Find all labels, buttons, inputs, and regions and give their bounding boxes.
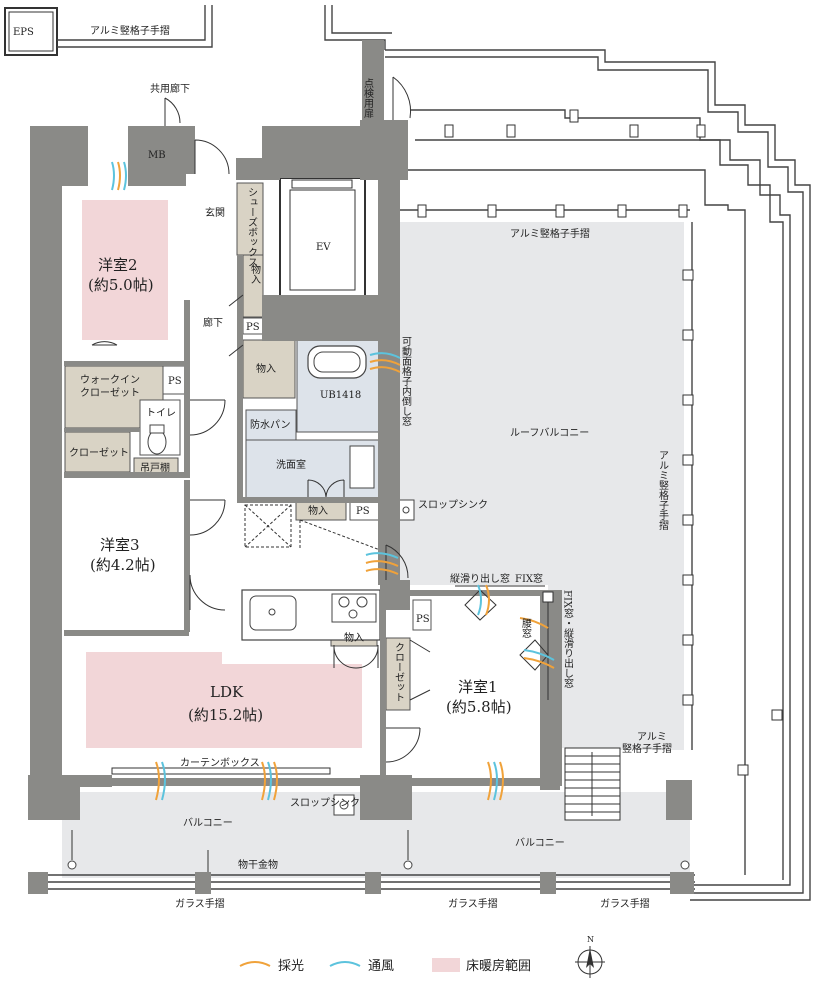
label-stair-alu-rail-2: 竪格子手摺	[622, 742, 672, 755]
waterproof-pan	[245, 409, 297, 441]
label-western2-name: 洋室2	[98, 256, 138, 274]
legend-heating-label: 床暖房範囲	[466, 958, 531, 974]
svg-text:N: N	[587, 935, 594, 944]
closet-western3	[64, 431, 131, 473]
label-storage-washroom: 物入	[256, 362, 276, 375]
label-corridor: 廊下	[203, 316, 223, 329]
side-windows	[455, 585, 554, 700]
label-ps-washroom: PS	[356, 506, 370, 517]
doors	[91, 76, 431, 763]
rail-posts	[417, 109, 783, 776]
label-toilet: トイレ	[146, 408, 176, 419]
label-waterproof-pan: 防水パン	[250, 418, 291, 431]
label-western3-size: (約4.2帖)	[90, 556, 156, 574]
label-top-alu-rail: アルミ竪格子手摺	[90, 24, 170, 37]
balcony-rails	[28, 830, 695, 894]
slop-sink-balcony	[333, 794, 355, 816]
top-rail	[57, 5, 206, 41]
label-ps-corridor: PS	[246, 322, 260, 333]
label-eps: EPS	[13, 27, 34, 38]
label-balcony-left: バルコニー	[183, 817, 233, 829]
label-glass-rail-1: ガラス手摺	[175, 897, 225, 910]
legend-light-label: 採光	[278, 959, 304, 974]
elevator	[279, 177, 366, 301]
floor-heating-western2	[82, 200, 168, 340]
curtain-box	[111, 767, 331, 775]
label-shoe-box: シューズボックス	[246, 187, 258, 267]
ps-western1	[412, 599, 432, 631]
label-glass-rail-3: ガラス手摺	[600, 897, 650, 910]
label-ev: EV	[316, 242, 331, 253]
balcony-area	[62, 792, 690, 878]
legend: 採光 通風 床暖房範囲 N	[239, 935, 605, 978]
label-unit-bath: UB1418	[320, 390, 361, 401]
roof-balcony-area	[400, 222, 684, 750]
label-common-corridor: 共用廊下	[150, 82, 190, 95]
label-ldk-name: LDK	[210, 683, 244, 701]
label-walkin-2: クローゼット	[80, 387, 140, 399]
eps-box	[4, 7, 58, 56]
legend-ventilation-swatch	[329, 961, 361, 967]
label-ps-walkin: PS	[168, 376, 182, 387]
airflow-arrows	[111, 161, 555, 801]
label-mb: MB	[148, 150, 166, 161]
north-compass-icon: N	[575, 935, 605, 978]
entrance-tile	[244, 504, 381, 551]
label-glass-rail-2: ガラス手摺	[448, 897, 498, 910]
bathtub	[307, 345, 367, 379]
walls	[28, 40, 692, 820]
closet-western1	[385, 637, 411, 711]
legend-ventilation-label: 通風	[368, 959, 394, 974]
label-inspection-door: 点検用扉	[362, 78, 374, 119]
plan-labels: EPS アルミ竪格子手摺 共用廊下 点検用扉 MB 玄関 シューズボックス 物入…	[13, 24, 672, 910]
legend-light-swatch	[239, 961, 271, 967]
label-storage-kitchen: 物入	[344, 631, 364, 644]
label-side-alu-rail: アルミ竪格子手摺	[657, 450, 669, 531]
label-western2-size: (約5.0帖)	[88, 276, 154, 294]
room-western1	[384, 597, 544, 785]
label-western1-size: (約5.8帖)	[446, 698, 512, 716]
label-ldk-size: (約15.2帖)	[188, 706, 263, 724]
slop-sink-roof	[397, 499, 415, 521]
label-fix-slide-window: FIX窓・縦滑り出し窓	[562, 590, 574, 688]
kitchen-stove	[331, 593, 377, 623]
toilet-bowl	[147, 429, 167, 455]
stairs	[564, 747, 621, 821]
label-roof-balcony: ルーフバルコニー	[510, 427, 589, 439]
label-western3-name: 洋室3	[100, 536, 140, 554]
label-fix-window: FIX窓	[515, 572, 543, 585]
wash-basin	[349, 445, 375, 489]
label-closet-western1: クローゼット	[393, 642, 405, 702]
label-movable-lattice: 可動面格子内倒し窓	[400, 336, 412, 426]
label-storage-corridor: 物入	[249, 263, 261, 284]
label-hanging-shelf: 吊戸棚	[140, 461, 170, 474]
room-western3	[62, 478, 187, 633]
shoe-box	[236, 182, 264, 256]
label-slide-window: 縦滑り出し窓	[450, 572, 510, 585]
label-balcony-right: バルコニー	[515, 837, 565, 849]
label-roof-alu-rail: アルミ竪格子手摺	[510, 227, 590, 240]
kitchen-sink	[249, 595, 297, 631]
label-waist-window: 腰窓	[520, 618, 532, 638]
label-western1-name: 洋室1	[458, 678, 498, 696]
label-ps-western1: PS	[416, 614, 430, 625]
label-slop-sink-roof: スロップシンク	[418, 499, 488, 511]
label-stair-alu-rail-1: アルミ	[637, 732, 667, 743]
label-washroom: 洗面室	[276, 458, 306, 471]
roof-rails	[385, 49, 811, 901]
floor-heating-ldk	[86, 652, 362, 748]
label-laundry: 物干金物	[238, 858, 278, 871]
label-storage-washroom-bottom: 物入	[308, 504, 328, 517]
label-slop-sink-balcony: スロップシンク	[290, 797, 360, 809]
label-walkin-1: ウォークイン	[80, 374, 140, 386]
legend-heating-swatch	[432, 958, 460, 972]
label-entrance: 玄関	[205, 206, 225, 219]
label-curtain-box: カーテンボックス	[180, 757, 260, 769]
label-closet-western3: クローゼット	[69, 447, 129, 459]
